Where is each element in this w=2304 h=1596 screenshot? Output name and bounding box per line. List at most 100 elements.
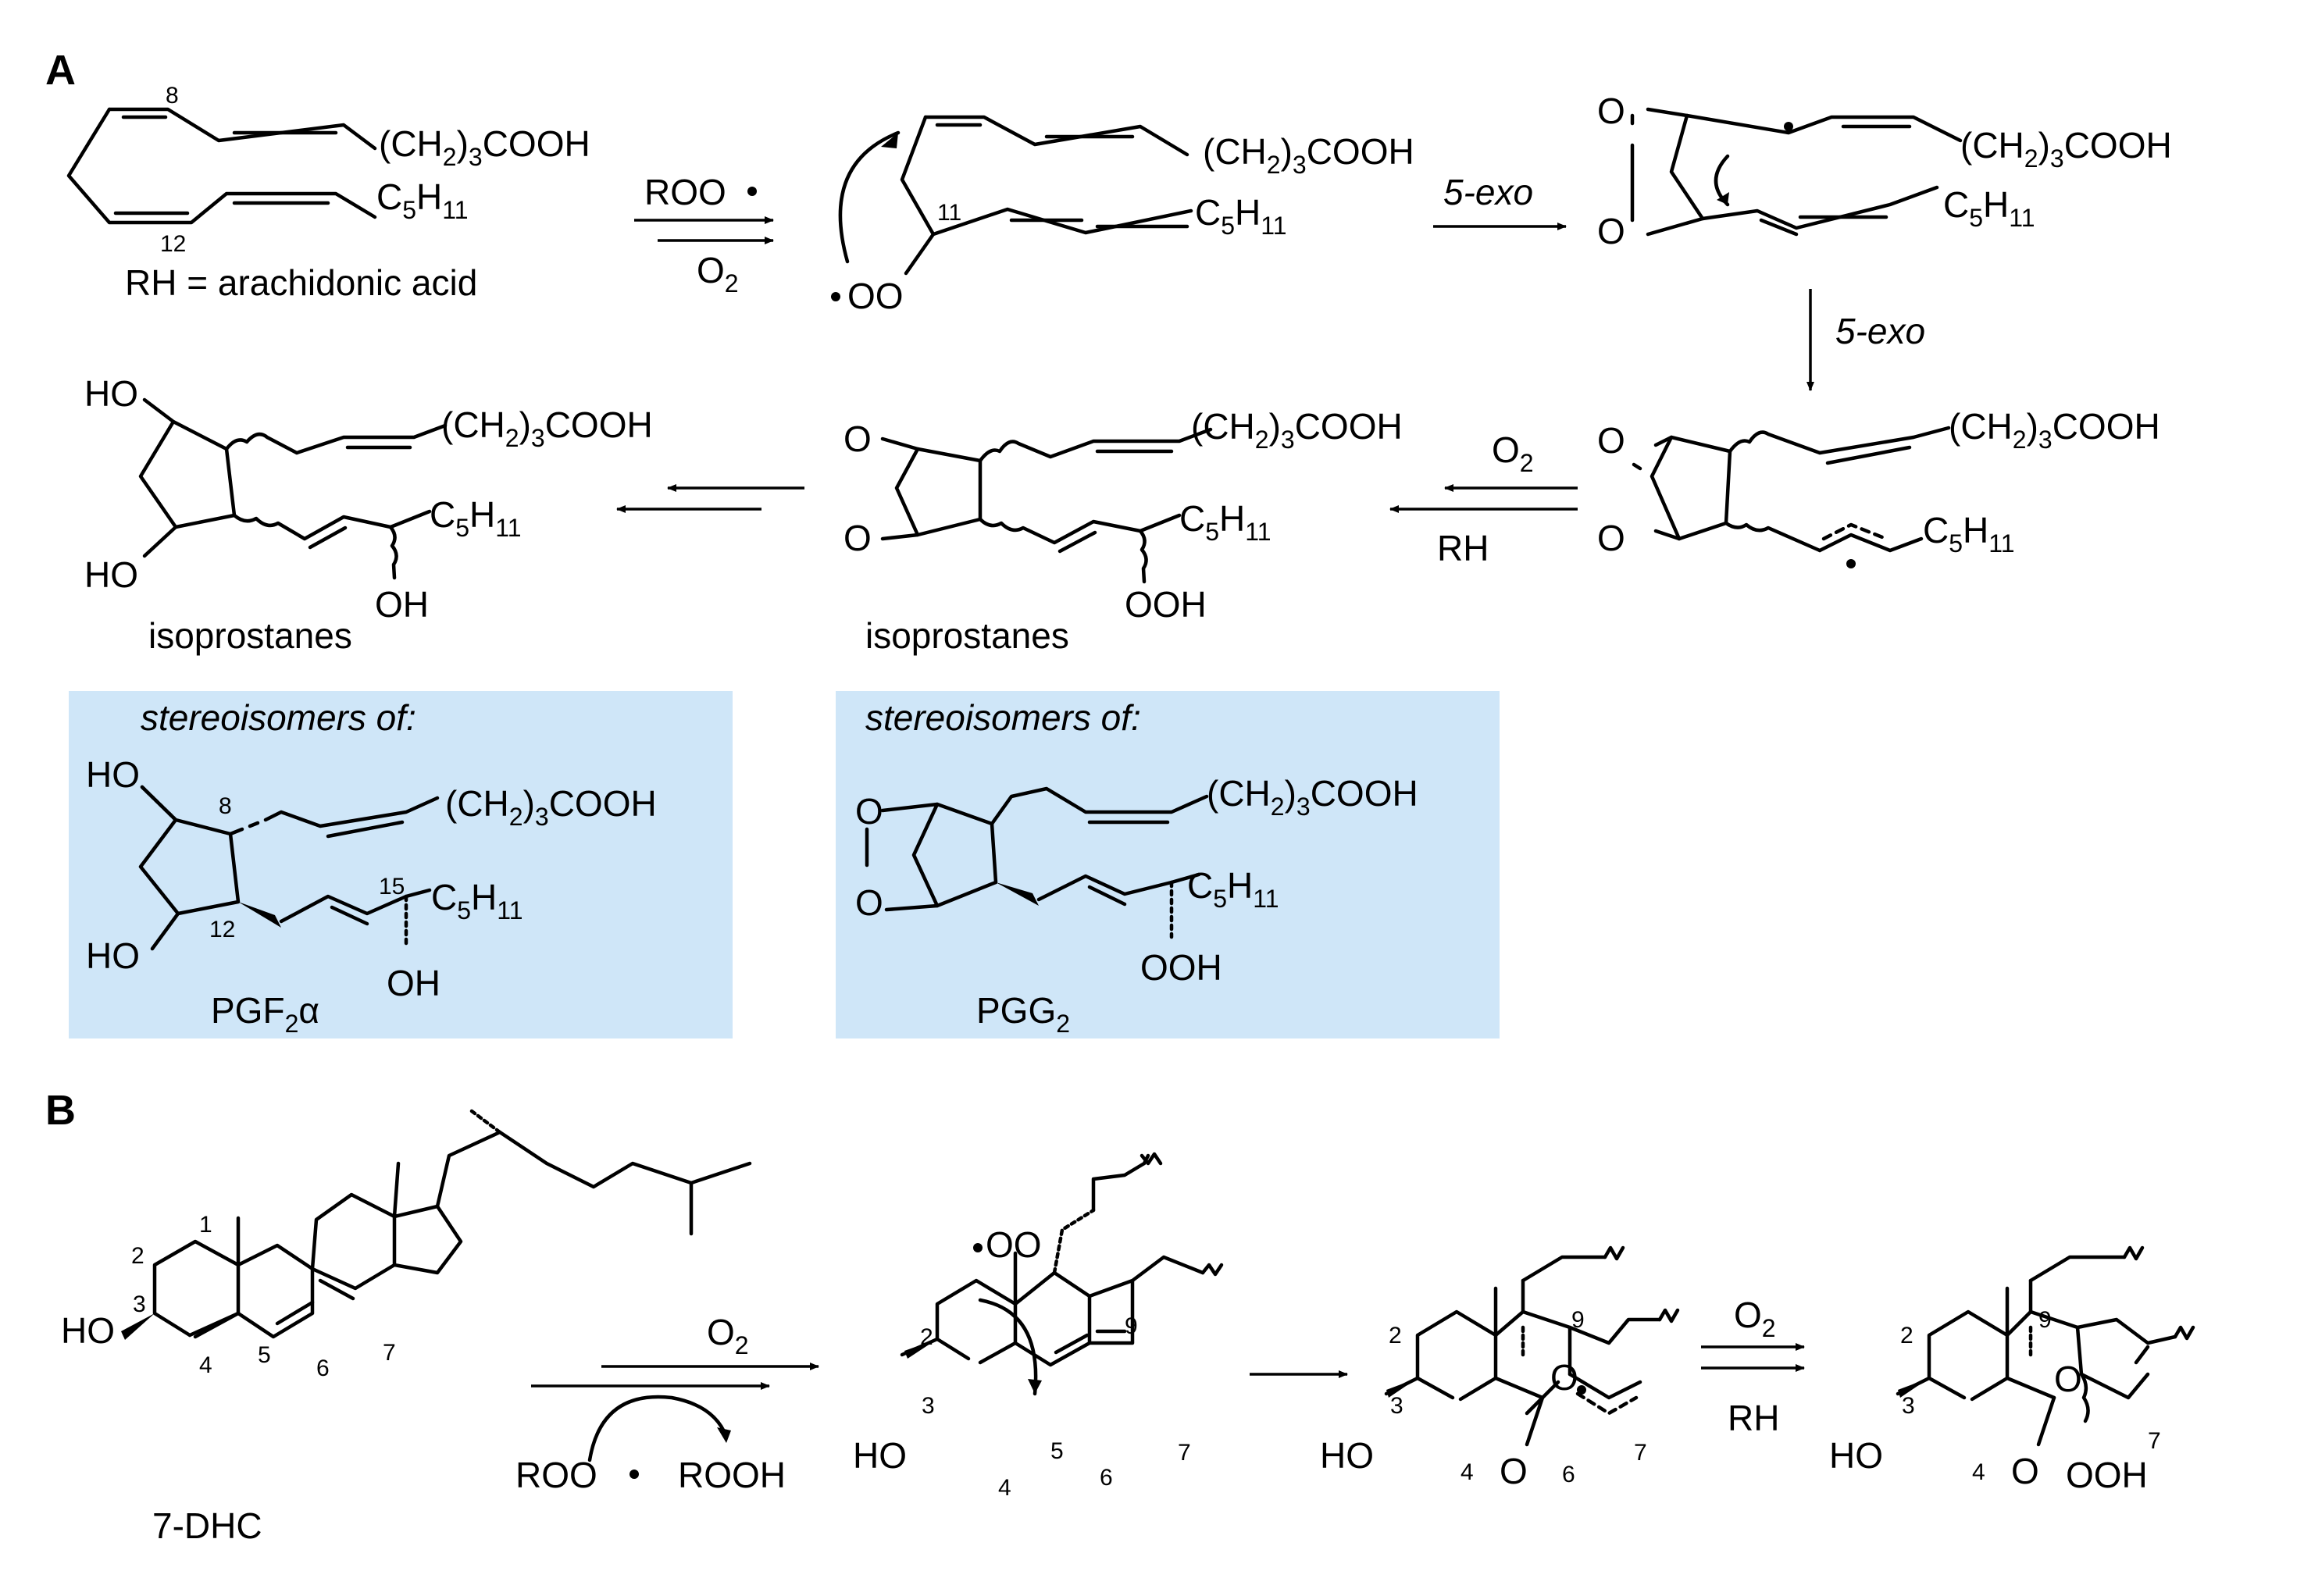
ring-number: 5 (1050, 1438, 1064, 1464)
stereo-header: stereoisomers of: (865, 697, 1141, 738)
hydroxyl-group: HO (853, 1435, 907, 1476)
radical-dot (831, 292, 840, 301)
hydroxyl-group: HO (86, 754, 140, 795)
ring-number: 3 (133, 1291, 146, 1317)
ring-number: 2 (131, 1243, 144, 1269)
reagent-hydroperoxide: ROOH (678, 1455, 786, 1495)
carbon-number: 11 (937, 200, 961, 226)
ring-number: 4 (1461, 1459, 1474, 1485)
ring-number: 2 (1389, 1323, 1402, 1348)
chain-group-label: (CH2)3COOH (441, 404, 653, 452)
reagent-oxygen: O2 (1492, 429, 1534, 477)
peroxyl-radical-structure (838, 115, 1193, 276)
peroxide-oxygen: O (2011, 1451, 2039, 1491)
reagent-rh: RH (1437, 528, 1489, 568)
peroxide-oxygen: O (1500, 1451, 1528, 1491)
reagent-oxygen: O2 (697, 250, 739, 297)
pgf2a-name: PGF2α (211, 990, 319, 1038)
ring-number: 1 (199, 1212, 212, 1238)
reagent-peroxyl: ROO (515, 1455, 597, 1495)
reagent-peroxyl: ROO (644, 172, 726, 212)
hydroperoxy-group: OOH (2066, 1455, 2148, 1495)
peroxide-oxygen: O (1550, 1357, 1578, 1398)
product-class-label: isoprostanes (148, 615, 352, 656)
tail-group-label: C5H11 (1179, 498, 1271, 546)
b-hydroperoxy-endoperoxide-structure (1896, 1255, 2177, 1447)
pgg2-name: PGG2 (976, 990, 1070, 1038)
ring-number: 9 (1125, 1313, 1138, 1339)
tail-group-label: C5H11 (1923, 510, 2014, 558)
tail-group-label: C5H11 (376, 176, 468, 224)
peroxide-oxygen: O (1597, 91, 1625, 131)
peroxide-oxygen: O (1597, 518, 1625, 558)
ring-number: 9 (2038, 1307, 2052, 1333)
peroxyl-group-label: OO (986, 1224, 1042, 1265)
hydroxyl-group: HO (1829, 1435, 1883, 1476)
7-dhc-structure (121, 1106, 752, 1340)
hydroxyl-group: HO (84, 554, 138, 595)
reagent-oxygen: O2 (707, 1312, 749, 1359)
chain-group-label: (CH2)3COOH (379, 123, 590, 171)
peroxide-oxygen: O (1597, 211, 1625, 251)
cyclization-label: 5-exo (1443, 172, 1533, 212)
chain-group-label: (CH2)3COOH (1207, 773, 1418, 821)
radical-dot (1846, 559, 1856, 568)
panel-label-b: B (45, 1087, 76, 1134)
hydroperoxy-group: OOH (1125, 584, 1207, 625)
isoprostane-diol-structure (138, 397, 448, 580)
carbon-number: 8 (166, 83, 179, 109)
radical-dot (629, 1470, 639, 1479)
ring-number: 7 (1178, 1440, 1191, 1466)
hydroxyl-group: HO (84, 373, 138, 414)
hydroxyl-group: HO (1320, 1435, 1374, 1476)
chain-group-label: (CH2)3COOH (445, 783, 657, 831)
peroxide-oxygen: O (2054, 1359, 2082, 1399)
substrate-label: 7-DHC (152, 1505, 262, 1546)
ring-number: 2 (920, 1324, 933, 1350)
peroxide-oxygen: O (855, 882, 883, 923)
ring-number: 2 (1900, 1323, 1913, 1348)
stereoisomer-box-pgf (69, 691, 733, 1038)
chain-group-label: (CH2)3COOH (1949, 406, 2160, 454)
carbon-number: 8 (219, 793, 232, 819)
chain-group-label: (CH2)3COOH (1191, 406, 1403, 454)
hydroxyl-group: OH (375, 584, 429, 625)
stereoisomer-box-pgg (836, 691, 1500, 1038)
b-endoperoxide-radical-structure (1384, 1255, 1662, 1447)
ring-number: 7 (383, 1340, 396, 1366)
peroxide-oxygen: O (843, 518, 872, 558)
radical-dot (1577, 1385, 1586, 1395)
ring-number: 7 (1634, 1440, 1647, 1466)
arachidonic-acid-label: RH = arachidonic acid (125, 262, 477, 303)
dioxolanyl-radical-structure (1630, 107, 1963, 237)
radical-dot (1784, 122, 1793, 131)
tail-group-label: C5H11 (1943, 184, 2035, 232)
hydroperoxy-endoperoxide-structure (880, 427, 1213, 584)
reagent-rh: RH (1728, 1398, 1779, 1438)
ring-number: 3 (1902, 1393, 1915, 1419)
ring-number: 3 (1390, 1393, 1403, 1419)
carbon-number: 12 (209, 917, 235, 942)
panel-label-a: A (45, 47, 76, 94)
stereo-header: stereoisomers of: (141, 697, 416, 738)
hydroxyl-group: OH (387, 963, 440, 1003)
ring-number: 7 (2148, 1428, 2161, 1454)
ring-number: 6 (316, 1356, 330, 1381)
hydroperoxy-group: OOH (1140, 947, 1222, 988)
cyclization-label: 5-exo (1835, 311, 1925, 351)
hydroxyl-group: HO (61, 1310, 115, 1351)
peroxide-oxygen: O (1597, 420, 1625, 461)
ring-number: 9 (1571, 1307, 1585, 1333)
ring-number: 6 (1100, 1465, 1113, 1491)
ring-number: 3 (922, 1393, 935, 1419)
carbon-number: 15 (379, 874, 405, 900)
bicyclic-endoperoxide-radical-structure (1632, 426, 1951, 553)
radical-dot (973, 1243, 983, 1252)
ring-number: 4 (1972, 1459, 1985, 1485)
peroxide-oxygen: O (855, 791, 883, 832)
hydroxyl-group: HO (86, 935, 140, 976)
ring-number: 5 (258, 1342, 271, 1368)
arachidonic-acid-structure (66, 107, 377, 225)
ring-number: 4 (998, 1475, 1011, 1501)
